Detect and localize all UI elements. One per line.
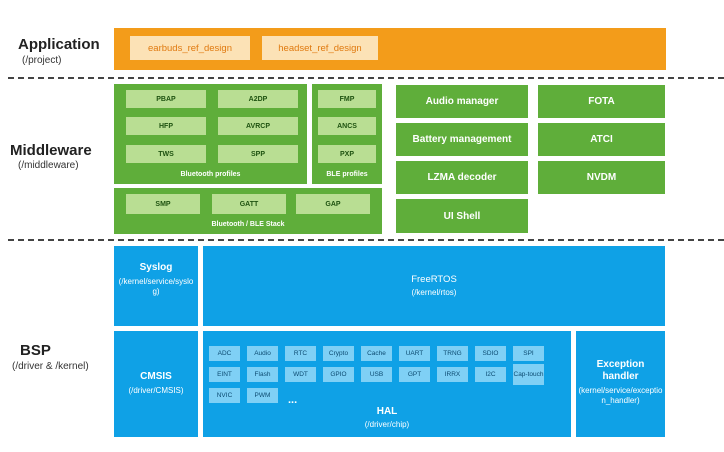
bluetooth-ble-stack-caption: Bluetooth / BLE Stack: [211, 221, 285, 228]
nvdm-box: NVDM: [538, 161, 665, 194]
battery-management-box: Battery management: [396, 123, 528, 156]
earbuds-ref-design-box: earbuds_ref_design: [130, 36, 250, 60]
hal-trng-chip: TRNG: [437, 346, 468, 361]
atci-box: ATCI: [538, 123, 665, 156]
cmsis-title: CMSIS: [140, 371, 172, 382]
ui-shell-box: UI Shell: [396, 199, 528, 233]
hal-gpt-chip: GPT: [399, 367, 430, 382]
hal-pwm-chip: PWM: [247, 388, 278, 403]
hal-eint-chip: EINT: [209, 367, 240, 382]
hfp-box: HFP: [126, 117, 206, 135]
application-layer-path: (/project): [22, 55, 62, 66]
hal-spi-chip: SPI: [513, 346, 544, 361]
middleware-bsp-divider: [8, 239, 724, 241]
hal-title: HAL: [376, 406, 398, 417]
cmsis-path: (/driver/CMSIS): [128, 386, 184, 395]
ble-profiles-caption: BLE profiles: [326, 171, 368, 178]
smp-box: SMP: [126, 194, 200, 214]
hal-rtc-chip: RTC: [285, 346, 316, 361]
middleware-layer-title: Middleware: [10, 142, 92, 159]
hal-uart-chip: UART: [399, 346, 430, 361]
hal-sdio-chip: SDIO: [475, 346, 506, 361]
hal-flash-chip: Flash: [247, 367, 278, 382]
spp-box: SPP: [218, 145, 298, 163]
hal-more-ellipsis: ...: [288, 394, 298, 406]
hal-adc-chip: ADC: [209, 346, 240, 361]
bluetooth-profiles-caption: Bluetooth profiles: [180, 171, 241, 178]
exception-handler-box: Exception handler (kernel/service/except…: [576, 331, 665, 437]
syslog-title: Syslog: [139, 262, 173, 273]
freertos-path: (/kernel/rtos): [411, 288, 457, 297]
hal-cap-touch-chip: Cap-touch: [513, 364, 544, 385]
application-middleware-divider: [8, 77, 724, 79]
ancs-box: ANCS: [318, 117, 376, 135]
middleware-layer-path: (/middleware): [18, 160, 79, 171]
exception-handler-title: Exception handler: [596, 359, 645, 382]
gatt-box: GATT: [212, 194, 286, 214]
application-layer-title: Application: [18, 36, 100, 53]
hal-usb-chip: USB: [361, 367, 392, 382]
hal-i2c-chip: I2C: [475, 367, 506, 382]
hal-crypto-chip: Crypto: [323, 346, 354, 361]
tws-box: TWS: [126, 145, 206, 163]
bsp-layer-path: (/driver & /kernel): [12, 361, 89, 372]
gap-box: GAP: [296, 194, 370, 214]
pxp-box: PXP: [318, 145, 376, 163]
headset-ref-design-box: headset_ref_design: [262, 36, 378, 60]
audio-manager-box: Audio manager: [396, 85, 528, 118]
syslog-path: (/kernel/service/syslog): [118, 277, 194, 296]
avrcp-box: AVRCP: [218, 117, 298, 135]
hal-path: (/driver/chip): [364, 420, 410, 429]
syslog-box: Syslog (/kernel/service/syslog): [114, 246, 198, 326]
lzma-decoder-box: LZMA decoder: [396, 161, 528, 194]
freertos-title: FreeRTOS: [411, 274, 457, 285]
fota-box: FOTA: [538, 85, 665, 118]
exception-handler-path: (kernel/service/exception_handler): [578, 386, 663, 405]
a2dp-box: A2DP: [218, 90, 298, 108]
cmsis-box: CMSIS (/driver/CMSIS): [114, 331, 198, 437]
hal-gpio-chip: GPIO: [323, 367, 354, 382]
fmp-box: FMP: [318, 90, 376, 108]
bsp-layer-title: BSP: [20, 342, 51, 359]
hal-audio-chip: Audio: [247, 346, 278, 361]
hal-irrx-chip: IRRX: [437, 367, 468, 382]
hal-nvic-chip: NVIC: [209, 388, 240, 403]
pbap-box: PBAP: [126, 90, 206, 108]
hal-wdt-chip: WDT: [285, 367, 316, 382]
hal-cache-chip: Cache: [361, 346, 392, 361]
freertos-box: FreeRTOS (/kernel/rtos): [203, 246, 665, 326]
